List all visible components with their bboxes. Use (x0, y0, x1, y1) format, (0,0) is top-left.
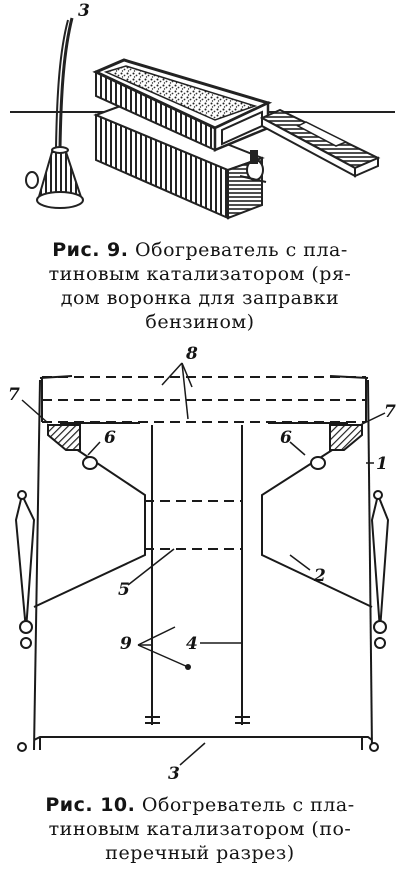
label-5: 5 (118, 580, 130, 600)
label-1: 1 (376, 454, 388, 474)
label-8: 8 (185, 345, 198, 364)
figure-10-caption-line-3: перечный разрез) (105, 842, 295, 864)
label-9: 9 (120, 634, 132, 654)
wick-left (82, 456, 98, 470)
label-7-left: 7 (8, 385, 20, 405)
figure-9-illustration: 3 (10, 1, 395, 220)
label-6-left: 6 (104, 428, 116, 448)
heater-lid-drawing (92, 58, 273, 152)
figure-10-caption-lead: Рис. 10. (45, 794, 136, 816)
label-6-right: 6 (280, 428, 292, 448)
label-4: 4 (186, 634, 198, 654)
figure-10-caption-line-1: Рис. 10. Обогреватель с пла- (45, 794, 355, 816)
label-3: 3 (78, 1, 90, 21)
figure-9-caption-line-3: дом воронка для заправки (60, 287, 340, 309)
label-3-bottom: 3 (168, 764, 180, 784)
handle-right (370, 491, 390, 631)
figure-10-caption: Рис. 10. Обогреватель с пла- тиновым кат… (10, 793, 390, 865)
figure-9-caption-line-4: бензином) (145, 311, 255, 333)
figure-10-caption-line-2: тиновым катализатором (по- (48, 818, 352, 840)
wick-right (310, 456, 326, 470)
tray-drawing (259, 108, 381, 178)
figure-9-caption: Рис. 9. Обогреватель с пла- тиновым ката… (10, 238, 390, 334)
bottom-tray (33, 736, 373, 741)
catalyst-block-left (47, 424, 81, 451)
figure-10-cross-section: 8 7 7 6 6 1 2 5 9 4 3 (8, 345, 396, 784)
funnel-drawing (25, 17, 84, 209)
figure-9-caption-lead: Рис. 9. (52, 239, 129, 261)
casing-right-wall (367, 379, 373, 751)
handle-left (14, 492, 36, 631)
casing-left-wall (33, 379, 41, 751)
figure-9-caption-line-1: Рис. 9. Обогреватель с пла- (52, 239, 348, 261)
valve-knob-drawing (239, 150, 267, 183)
label-2: 2 (313, 566, 326, 586)
figure-9-caption-line-2: тиновым катализатором (ря- (48, 263, 352, 285)
catalyst-block-right (329, 424, 363, 451)
label-7-right: 7 (384, 402, 396, 422)
